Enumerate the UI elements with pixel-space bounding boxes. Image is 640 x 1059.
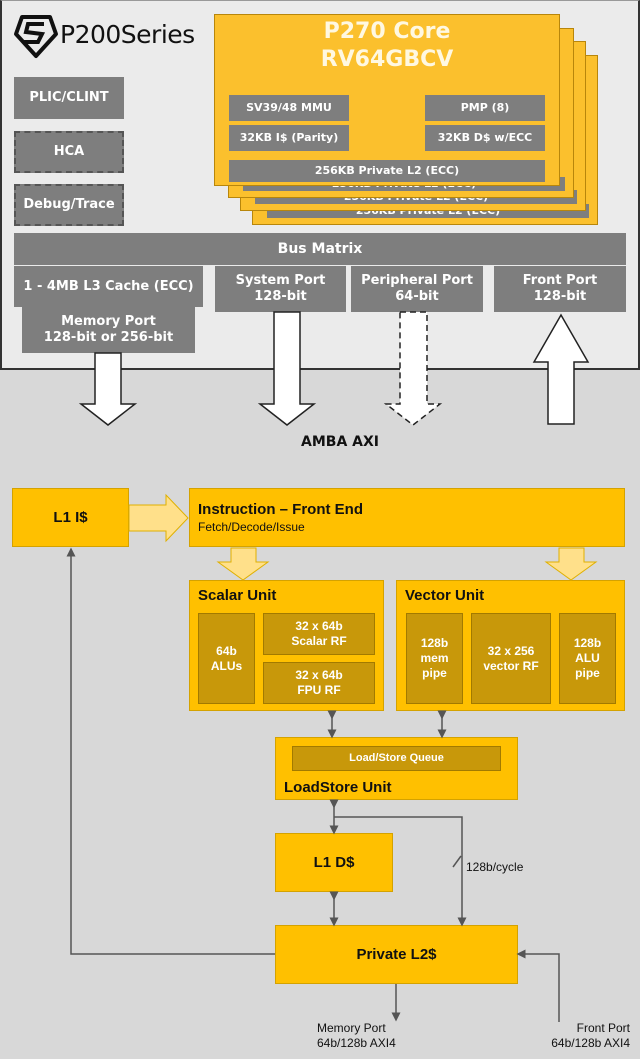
debug-trace-block: Debug/Trace xyxy=(14,184,124,226)
peripheral-port-block: Peripheral Port 64-bit xyxy=(351,266,483,312)
bottom-memory-port-label: Memory Port 64b/128b AXI4 xyxy=(317,1021,396,1051)
mem-pipe-label: mem xyxy=(420,651,449,665)
mem-pipe-label2: pipe xyxy=(422,666,447,680)
front-port-spec: 64b/128b AXI4 xyxy=(551,1036,630,1050)
alus-width: 64b xyxy=(216,643,237,658)
vector-rf: 32 x 256 vector RF xyxy=(471,613,551,704)
private-l2-block: 256KB Private L2 (ECC) xyxy=(229,160,545,182)
amba-axi-label: AMBA AXI xyxy=(301,434,379,450)
front-port-block: Front Port 128-bit xyxy=(494,266,626,312)
alu-pipe-label: ALU xyxy=(575,651,600,665)
loadstore-unit-title: LoadStore Unit xyxy=(284,779,392,796)
frontend-title: Instruction – Front End xyxy=(198,501,363,518)
scalar-rf-size: 32 x 64b xyxy=(295,619,343,633)
fpu-rf-label: FPU RF xyxy=(297,683,341,697)
bus-matrix: Bus Matrix xyxy=(14,233,626,265)
private-l2-cache: Private L2$ xyxy=(275,925,518,984)
vector-mem-pipe: 128b mem pipe xyxy=(406,613,463,704)
pmp-block: PMP (8) xyxy=(425,95,545,121)
frontend-to-scalar-arrow-icon xyxy=(216,547,270,581)
dcache-block: 32KB D$ w/ECC xyxy=(425,125,545,151)
system-port-label: System Port xyxy=(235,273,326,289)
system-port-block: System Port 128-bit xyxy=(215,266,346,312)
memory-port-spec: 64b/128b AXI4 xyxy=(317,1036,396,1050)
memory-port-name: Memory Port xyxy=(317,1021,386,1035)
frontend-block: Instruction – Front End Fetch/Decode/Iss… xyxy=(189,488,625,547)
fpu-rf-size: 32 x 64b xyxy=(295,668,343,682)
logo-text: P200Series xyxy=(60,20,195,49)
frontend-to-vector-arrow-icon xyxy=(544,547,598,581)
l1-icache-block: L1 I$ xyxy=(12,488,129,547)
hca-block: HCA xyxy=(14,131,124,173)
vector-rf-size: 32 x 256 xyxy=(487,643,535,658)
alus-label: ALUs xyxy=(210,658,243,673)
alu-pipe-label2: pipe xyxy=(575,666,600,680)
scalar-rf: 32 x 64b Scalar RF xyxy=(263,613,375,655)
private-l2-label: Private L2$ xyxy=(356,946,437,963)
front-port-name: Front Port xyxy=(576,1021,630,1035)
l1-dcache-block: L1 D$ xyxy=(275,833,393,892)
system-port-width: 128-bit xyxy=(254,289,307,304)
l3-cache-block: 1 - 4MB L3 Cache (ECC) xyxy=(14,266,203,307)
vector-unit: Vector Unit 128b mem pipe 32 x 256 vecto… xyxy=(396,580,625,711)
icache-block: 32KB I$ (Parity) xyxy=(229,125,349,151)
scalar-rf-label: Scalar RF xyxy=(291,634,347,648)
frontend-subtitle: Fetch/Decode/Issue xyxy=(198,520,305,534)
scalar-alus: 64b ALUs xyxy=(198,613,255,704)
l1i-to-frontend-arrow-icon xyxy=(128,493,189,543)
front-port-width: 128-bit xyxy=(533,289,587,304)
plic-clint-block: PLIC/CLINT xyxy=(14,77,124,119)
core-title: P270 Core xyxy=(323,19,451,44)
bandwidth-slash xyxy=(452,855,462,868)
bottom-front-port-label: Front Port 64b/128b AXI4 xyxy=(551,1021,630,1051)
front-port-label: Front Port xyxy=(522,273,598,289)
memory-port-label: Memory Port xyxy=(61,314,156,330)
vector-unit-title: Vector Unit xyxy=(405,587,485,604)
alu-pipe-width: 128b xyxy=(573,636,602,650)
fpu-rf: 32 x 64b FPU RF xyxy=(263,662,375,704)
core-isa: RV64GBCV xyxy=(320,47,454,72)
peripheral-port-width: 64-bit xyxy=(395,289,439,304)
p270-core: P270 Core RV64GBCV SV39/48 MMU PMP (8) 3… xyxy=(214,14,560,186)
l1-dcache-label: L1 D$ xyxy=(313,854,355,871)
load-store-queue: Load/Store Queue xyxy=(292,746,501,771)
memory-port-width: 128-bit or 256-bit xyxy=(43,330,174,345)
memory-port-block: Memory Port 128-bit or 256-bit xyxy=(22,307,195,353)
vector-rf-label: vector RF xyxy=(483,658,539,673)
scalar-unit-title: Scalar Unit xyxy=(198,587,277,604)
l1-icache-label: L1 I$ xyxy=(53,509,88,526)
mem-pipe-width: 128b xyxy=(420,636,449,650)
scalar-unit: Scalar Unit 64b ALUs 32 x 64b Scalar RF … xyxy=(189,580,384,711)
vector-alu-pipe: 128b ALU pipe xyxy=(559,613,616,704)
front-port-l2-link xyxy=(516,949,560,1022)
loadstore-unit: Load/Store Queue LoadStore Unit xyxy=(275,737,518,800)
bandwidth-label: 128b/cycle xyxy=(466,860,524,874)
peripheral-port-label: Peripheral Port xyxy=(361,273,473,289)
mmu-block: SV39/48 MMU xyxy=(229,95,349,121)
